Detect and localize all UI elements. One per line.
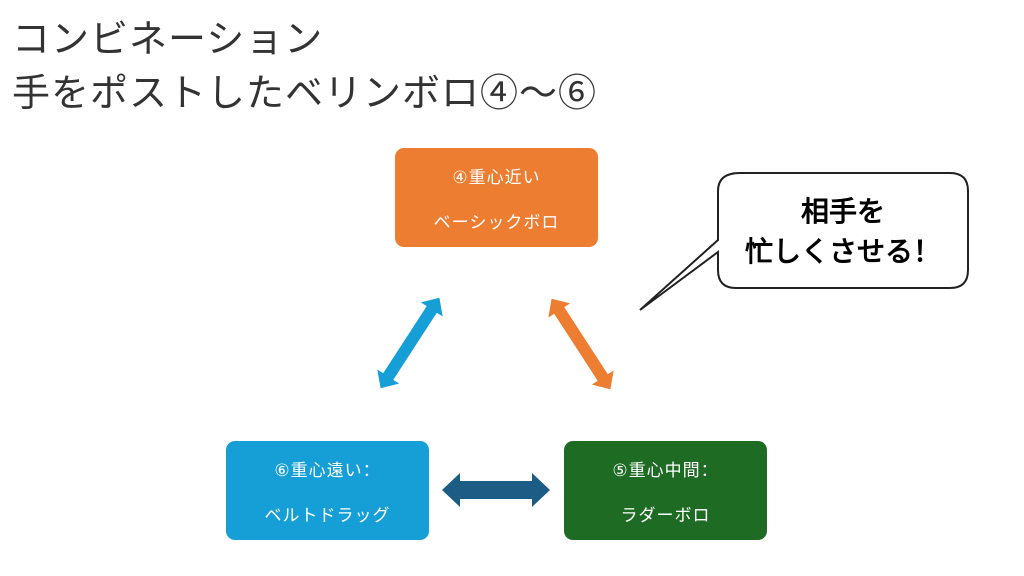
node-sublabel: ベルトドラッグ	[264, 505, 391, 526]
node-sublabel: ラダーボロ	[620, 505, 711, 526]
node-ladder-bolo: ⑤重心中間： ラダーボロ	[564, 441, 767, 540]
double-arrow-belt-ladder	[442, 473, 550, 507]
title-line-1: コンビネーション	[12, 17, 324, 61]
callout-line-1: 相手を	[800, 195, 885, 228]
node-basic-bolo: ④重心近い ベーシックボロ	[395, 148, 598, 247]
speech-bubble	[639, 172, 969, 311]
node-belt-drag: ⑥重心遠い： ベルトドラッグ	[226, 441, 429, 540]
double-arrow-basic-ladder	[548, 298, 614, 390]
double-arrow-basic-belt	[377, 297, 443, 389]
node-label: ⑥重心遠い：	[274, 460, 381, 481]
callout-text: 相手を 忙しくさせる！	[718, 192, 968, 272]
node-label: ⑤重心中間：	[612, 460, 719, 481]
node-sublabel: ベーシックボロ	[433, 212, 560, 233]
node-label: ④重心近い	[452, 167, 541, 188]
callout-line-2: 忙しくさせる！	[744, 235, 941, 268]
title-line-2: 手をポストしたベリンボロ④〜⑥	[12, 71, 598, 115]
